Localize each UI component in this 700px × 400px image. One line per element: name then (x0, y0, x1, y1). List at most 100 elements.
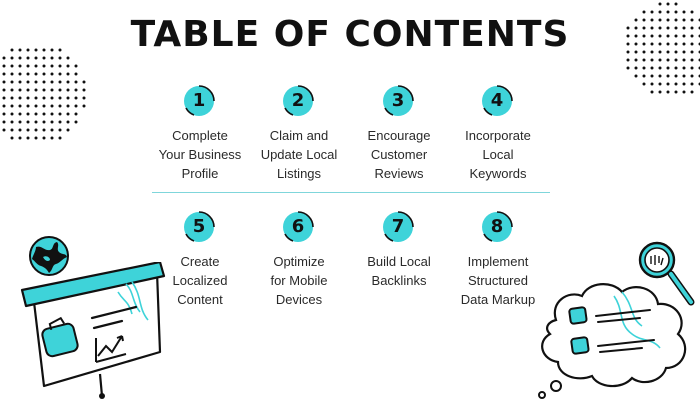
halftone-dot (666, 10, 670, 14)
halftone-dot (66, 112, 70, 116)
halftone-dot (18, 120, 22, 124)
item-label-line: Incorporate (465, 128, 531, 143)
number-badge: 6 (281, 210, 317, 246)
halftone-dot (42, 120, 46, 124)
halftone-dot (658, 42, 662, 46)
halftone-dot (42, 80, 46, 84)
halftone-dot (66, 88, 70, 92)
halftone-dot (642, 66, 646, 70)
halftone-dot (650, 82, 654, 86)
halftone-dot (650, 34, 654, 38)
halftone-dot (58, 128, 62, 132)
halftone-dot (634, 34, 638, 38)
item-label-line: for Mobile (270, 273, 328, 288)
halftone-dot (42, 56, 46, 60)
halftone-dot (666, 66, 670, 70)
halftone-dot (658, 26, 662, 30)
halftone-dot (634, 74, 638, 78)
halftone-dot (42, 136, 46, 140)
halftone-dot (18, 112, 22, 116)
halftone-dot (50, 56, 54, 60)
halftone-dot (18, 128, 22, 132)
halftone-dot (658, 18, 662, 22)
item-label-line: Create (180, 254, 220, 269)
halftone-dot (10, 112, 14, 116)
item-label-line: Implement (467, 254, 529, 269)
halftone-dot (626, 58, 630, 62)
halftone-dot (650, 10, 654, 14)
halftone-dot (658, 34, 662, 38)
item-number: 4 (490, 90, 504, 111)
item-label-line: Your Business (158, 147, 242, 162)
halftone-dot (58, 64, 62, 68)
number-badge: 5 (182, 210, 218, 246)
halftone-dot (626, 66, 630, 70)
halftone-dot (682, 82, 686, 86)
halftone-dot (10, 72, 14, 76)
halftone-dot (674, 26, 678, 30)
halftone-dot (690, 66, 694, 70)
halftone-dot (2, 72, 6, 76)
halftone-dot (26, 80, 30, 84)
halftone-dot (666, 26, 670, 30)
halftone-dot (666, 50, 670, 54)
halftone-dot (26, 112, 30, 116)
halftone-dot (34, 128, 38, 132)
halftone-dot (650, 42, 654, 46)
halftone-dot (642, 10, 646, 14)
halftone-dot (58, 136, 62, 140)
halftone-dot (666, 18, 670, 22)
halftone-dot (658, 50, 662, 54)
halftone-dot (34, 56, 38, 60)
halftone-dot (50, 88, 54, 92)
toc-item-1: 1 Complete Your Business Profile (145, 84, 255, 183)
halftone-dot (682, 50, 686, 54)
halftone-dot (666, 2, 670, 6)
halftone-dot (674, 10, 678, 14)
halftone-dot (690, 34, 694, 38)
halftone-dot (50, 64, 54, 68)
toc-item-7: 7 Build Local Backlinks (344, 210, 454, 290)
halftone-dot (58, 112, 62, 116)
halftone-dot (66, 64, 70, 68)
halftone-dot (2, 128, 6, 132)
halftone-dot (26, 72, 30, 76)
halftone-dot (34, 112, 38, 116)
item-label-line: Claim and (269, 128, 329, 143)
number-badge: 8 (480, 210, 516, 246)
halftone-dot (2, 120, 6, 124)
halftone-dot (18, 80, 22, 84)
halftone-dot (634, 50, 638, 54)
halftone-dot (34, 88, 38, 92)
halftone-dot (26, 128, 30, 132)
halftone-dot (674, 2, 678, 6)
halftone-dot (66, 96, 70, 100)
toc-item-8: 8 Implement Structured Data Markup (443, 210, 553, 309)
item-number: 3 (391, 90, 405, 111)
halftone-dot (674, 74, 678, 78)
halftone-dot (42, 88, 46, 92)
number-badge: 7 (381, 210, 417, 246)
halftone-dot (10, 128, 14, 132)
halftone-dot (58, 96, 62, 100)
halftone-dot (66, 104, 70, 108)
halftone-dot (642, 50, 646, 54)
halftone-dot (58, 120, 62, 124)
item-label-line: Structured (468, 273, 528, 288)
item-label-line: Backlinks (371, 273, 427, 288)
toc-item-3: 3 Encourage Customer Reviews (344, 84, 454, 183)
halftone-dot (682, 58, 686, 62)
item-label-line: Optimize (273, 254, 325, 269)
halftone-dot (690, 90, 694, 94)
halftone-dot (650, 18, 654, 22)
halftone-dot (682, 42, 686, 46)
halftone-dot (682, 26, 686, 30)
item-number: 8 (490, 216, 504, 237)
number-badge: 1 (182, 84, 218, 120)
item-label-line: Reviews (374, 166, 424, 181)
halftone-dot (82, 96, 86, 100)
halftone-dot (34, 96, 38, 100)
halftone-dot (690, 74, 694, 78)
halftone-dot (34, 104, 38, 108)
halftone-dot (50, 72, 54, 76)
